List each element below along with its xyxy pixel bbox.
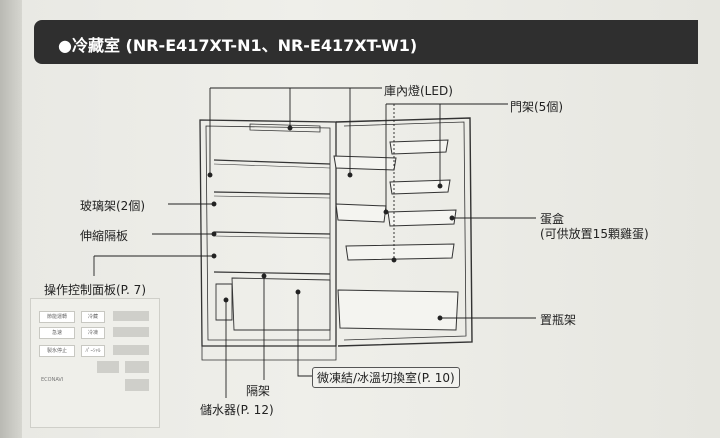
label-partition: 隔架	[246, 384, 271, 398]
panel-indicator	[113, 345, 149, 355]
section-title: ●冷藏室 (NR-E417XT-N1、NR-E417XT-W1)	[58, 36, 418, 55]
shelves	[213, 159, 331, 331]
label-interior-light: 庫內燈(LED)	[384, 84, 453, 98]
leader-lines	[93, 87, 536, 398]
control-panel-illustration: 節能運轉 冷藏 急速 冷凍 製氷停止 ﾊﾟｰｼｬﾙ ECONAVI	[30, 298, 160, 428]
panel-indicator	[113, 327, 149, 337]
book-spine	[0, 0, 22, 438]
section-header-bar	[34, 20, 698, 64]
door-pockets	[333, 139, 459, 331]
panel-button: 冷藏	[81, 311, 105, 323]
label-glass-shelves: 玻璃架(2個)	[80, 199, 145, 213]
label-chiller-room: 微凍結/冰溫切換室(P. 10)	[312, 367, 460, 388]
label-egg-tray-note: (可供放置15顆雞蛋)	[540, 227, 649, 241]
panel-indicator	[97, 361, 119, 373]
panel-button: ﾊﾟｰｼｬﾙ	[81, 345, 105, 357]
label-water-tank: 儲水器(P. 12)	[200, 403, 274, 417]
label-control-panel: 操作控制面板(P. 7)	[44, 283, 146, 297]
fridge-body	[199, 117, 473, 361]
label-bottle-pocket: 置瓶架	[540, 313, 577, 327]
label-door-pockets: 門架(5個)	[510, 100, 563, 114]
panel-button: 製氷停止	[39, 345, 75, 357]
panel-indicator	[125, 379, 149, 391]
panel-button: 冷凍	[81, 327, 105, 339]
panel-indicator	[125, 361, 149, 373]
panel-button: 急速	[39, 327, 75, 339]
label-egg-tray: 蛋盒	[540, 212, 565, 226]
panel-indicator	[113, 311, 149, 321]
panel-button: 節能運轉	[39, 311, 75, 323]
econavi-logo: ECONAVI	[41, 377, 64, 383]
label-telescopic-shelf: 伸縮隔板	[80, 229, 129, 243]
